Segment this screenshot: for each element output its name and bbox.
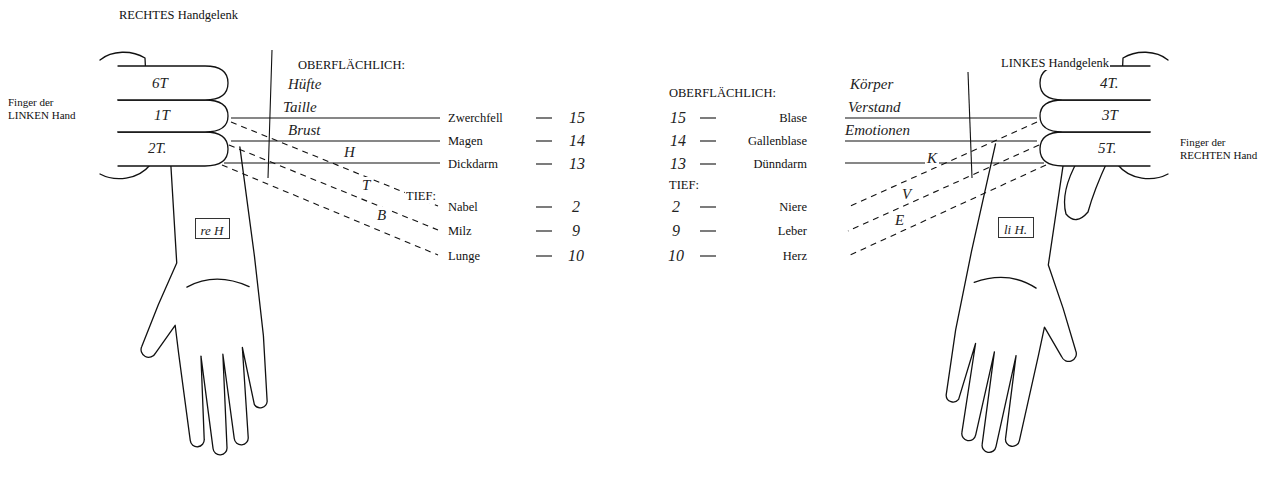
pressing-finger	[118, 132, 228, 166]
position-number: 9	[570, 222, 582, 240]
finger-label: 3T	[1100, 107, 1120, 124]
position-number: 10	[666, 247, 686, 265]
finger-label: 2T.	[146, 140, 168, 157]
pressing-finger	[118, 66, 228, 100]
handwritten-note: Verstand	[846, 99, 903, 116]
depth-letter: T	[360, 177, 372, 194]
palm-box: re H	[195, 218, 230, 239]
position-number: 15	[668, 109, 688, 127]
finger-caption: Finger der LINKEN Hand	[8, 96, 94, 121]
dash-mark	[700, 230, 716, 231]
palm-crease	[186, 276, 249, 292]
dash-mark	[536, 140, 552, 141]
pressing-thumb	[1065, 160, 1109, 220]
pressing-finger	[1040, 66, 1150, 100]
position-number: 9	[670, 222, 682, 240]
position-number: 14	[567, 132, 587, 150]
handwritten-note: Emotionen	[843, 122, 912, 139]
organ-name: Lunge	[447, 249, 481, 263]
palm-hand	[124, 146, 273, 461]
finger-label: 4T.	[1098, 75, 1120, 92]
organ-name: Dickdarm	[447, 157, 499, 171]
palm-hand	[936, 143, 1110, 465]
dash-mark	[700, 206, 716, 207]
organ-name: Dünndarm	[753, 157, 808, 171]
organ-name: Milz	[447, 224, 473, 238]
position-number: 2	[570, 198, 582, 216]
palm-crease	[974, 272, 1037, 293]
dash-mark	[700, 255, 716, 256]
depth-letter: K	[925, 150, 939, 167]
pressing-finger	[1040, 100, 1150, 132]
organ-name: Blase	[778, 111, 808, 125]
position-number: 14	[668, 132, 688, 150]
organ-name: Leber	[777, 224, 808, 238]
dash-mark	[700, 140, 716, 141]
depth-letter: B	[375, 207, 388, 224]
finger-caption: Finger der RECHTEN Hand	[1180, 136, 1264, 161]
handwritten-note: Taille	[281, 99, 319, 116]
section-heading: TIEF:	[405, 189, 437, 203]
dash-mark	[536, 230, 552, 231]
leader-line	[231, 117, 440, 118]
organ-name: Gallenblase	[747, 134, 808, 148]
dash-mark	[536, 255, 552, 256]
dashed-leader	[848, 165, 1046, 256]
position-number: 13	[567, 155, 587, 173]
organ-name: Nabel	[447, 200, 479, 214]
handwritten-note: Brust	[286, 122, 323, 139]
handwritten-note: Hüfte	[286, 76, 323, 93]
depth-letter: H	[342, 144, 357, 161]
position-number: 10	[566, 247, 586, 265]
position-number: 13	[668, 155, 688, 173]
leader-line	[845, 117, 1037, 118]
pressing-finger	[118, 100, 228, 132]
box-label: re H	[201, 224, 224, 238]
pen-line	[968, 72, 972, 178]
finger-label: 5T.	[1096, 140, 1118, 157]
depth-letter: E	[893, 212, 906, 229]
dashed-leader	[222, 165, 438, 255]
organ-name: Zwerchfell	[447, 111, 504, 125]
wrist-title: RECHTES Handgelenk	[118, 8, 239, 22]
pressing-finger	[1040, 132, 1150, 166]
leader-line	[231, 140, 440, 141]
dash-mark	[536, 206, 552, 207]
leader-line	[845, 140, 1037, 141]
dash-mark	[536, 163, 552, 164]
box-label: li H.	[1004, 223, 1027, 237]
section-heading: OBERFLÄCHLICH:	[668, 86, 777, 100]
organ-name: Magen	[447, 134, 484, 148]
position-number: 15	[567, 109, 587, 127]
pen-line	[268, 50, 272, 178]
depth-letter: V	[900, 186, 913, 203]
position-number: 2	[670, 198, 682, 216]
palm-box: li H.	[998, 217, 1034, 238]
organ-name: Niere	[778, 200, 808, 214]
finger-label: 6T	[150, 75, 170, 92]
section-heading: TIEF:	[668, 178, 700, 192]
dash-mark	[700, 117, 716, 118]
wrist-title: LINKES Handgelenk	[1000, 56, 1110, 70]
handwritten-note: Körper	[848, 76, 895, 93]
dash-mark	[536, 117, 552, 118]
dashed-leader	[231, 122, 438, 206]
organ-name: Herz	[782, 249, 808, 263]
dashed-leader	[229, 145, 438, 230]
dash-mark	[700, 163, 716, 164]
finger-label: 1T	[152, 107, 172, 124]
section-heading: OBERFLÄCHLICH:	[297, 58, 406, 72]
leader-line	[224, 162, 440, 163]
